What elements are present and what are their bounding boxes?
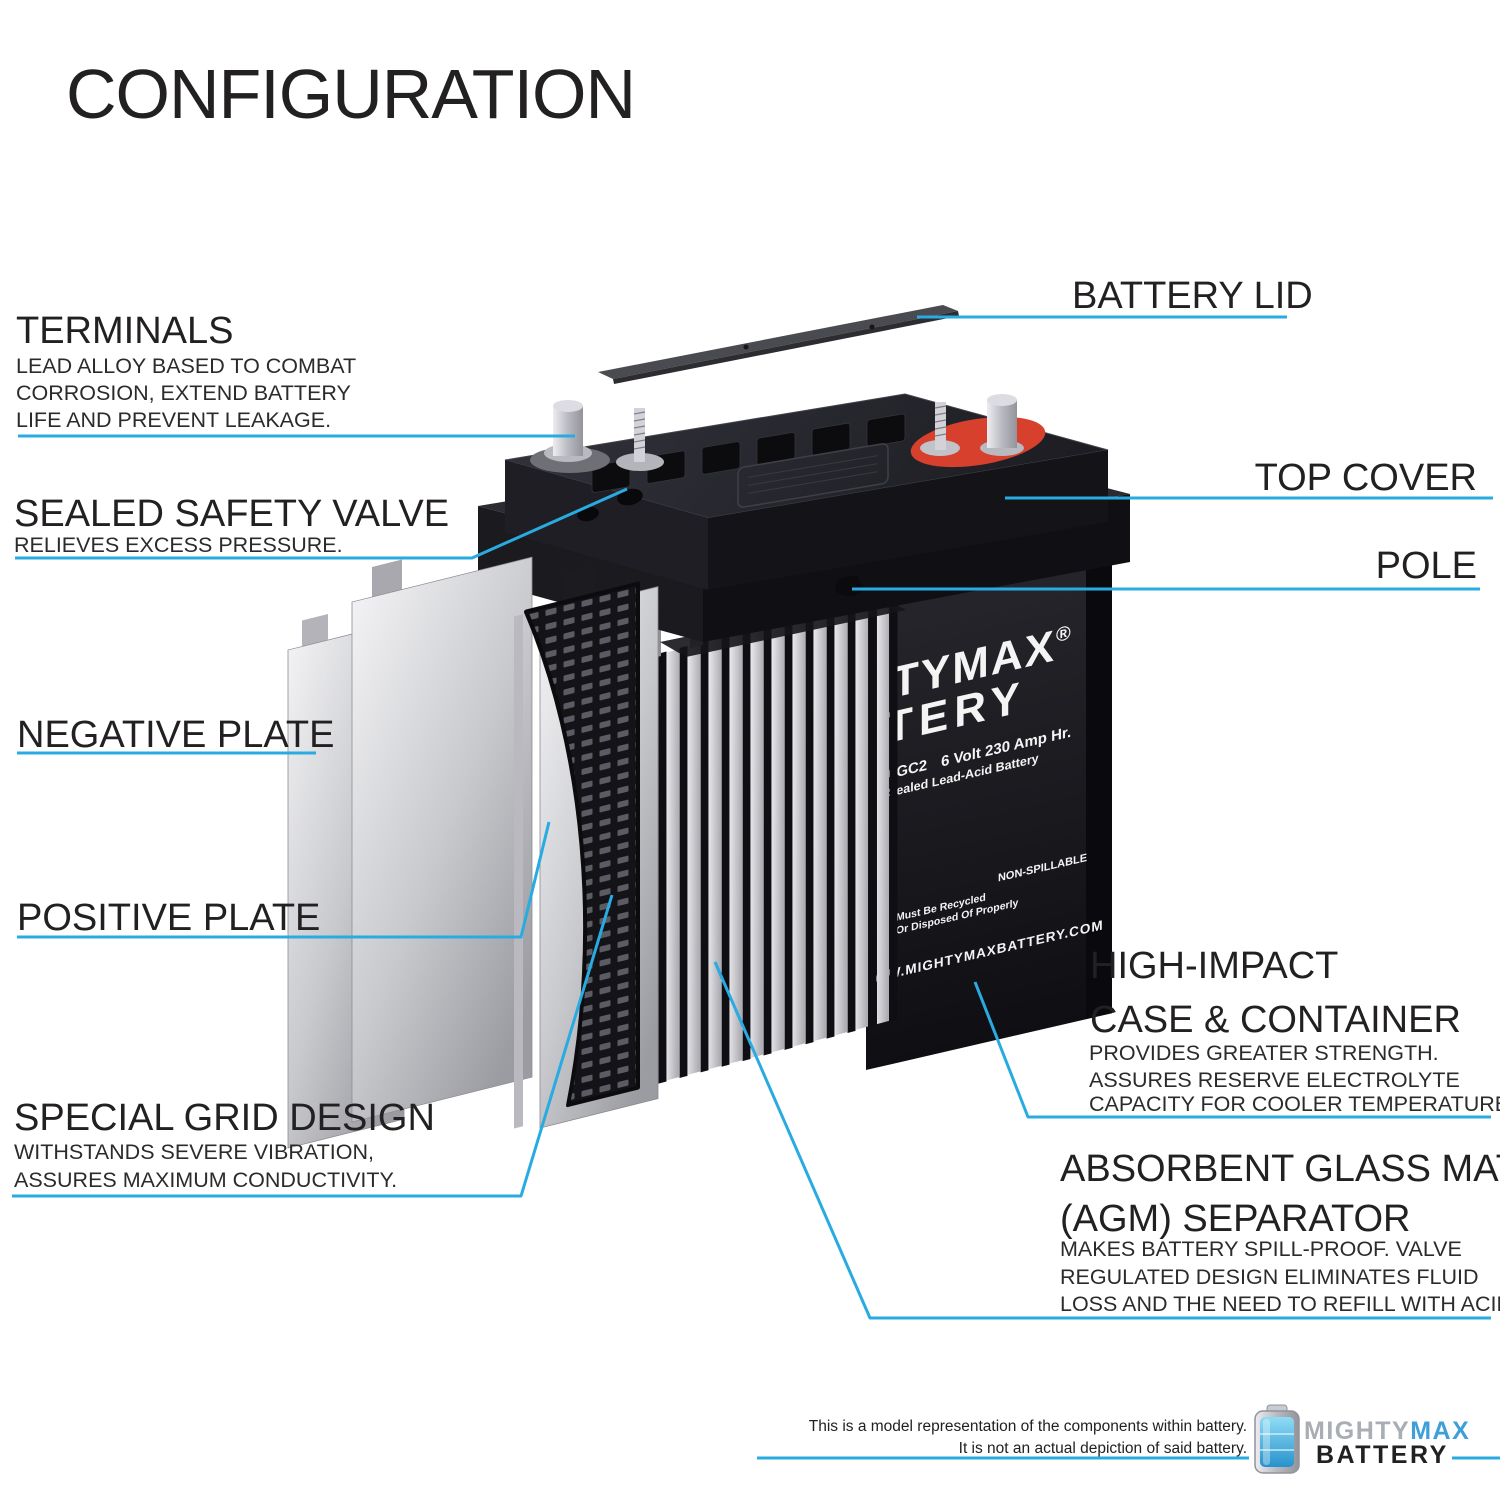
callout-terminals: TERMINALS LEAD ALLOY BASED TO COMBAT COR…	[16, 310, 356, 432]
agm-desc-3: LOSS AND THE NEED TO REFILL WITH ACID.	[1060, 1292, 1500, 1316]
logo-wordmark-top: MIGHTYMAX	[1304, 1417, 1470, 1445]
disclaimer-line-2: It is not an actual depiction of said ba…	[959, 1440, 1247, 1457]
battery-lid-heading: BATTERY LID	[1072, 275, 1313, 317]
embossed-label-plate	[737, 443, 889, 508]
battery-logo-icon	[1254, 1404, 1300, 1474]
terminals-heading: TERMINALS	[16, 310, 233, 352]
logo-wordmark-bottom: BATTERY	[1316, 1441, 1449, 1469]
safety-valve-hole	[617, 488, 643, 506]
safety-valve-desc-1: RELIEVES EXCESS PRESSURE.	[14, 533, 343, 557]
battery-lid-part	[598, 305, 959, 384]
case-desc-2: ASSURES RESERVE ELECTROLYTE	[1089, 1068, 1460, 1092]
special-grid-desc-1: WITHSTANDS SEVERE VIBRATION,	[14, 1140, 374, 1164]
top-cover-heading: TOP COVER	[1255, 457, 1477, 499]
leader-lines	[12, 315, 1500, 1460]
agm-heading-1: ABSORBENT GLASS MAT	[1060, 1148, 1500, 1190]
agm-desc-1: MAKES BATTERY SPILL-PROOF. VALVE	[1060, 1237, 1462, 1261]
top-cover	[478, 393, 1130, 642]
special-grid-heading: SPECIAL GRID DESIGN	[14, 1097, 435, 1139]
positive-plate-leader	[17, 821, 551, 939]
pole-part	[835, 575, 863, 596]
callout-special-grid: SPECIAL GRID DESIGN WITHSTANDS SEVERE VI…	[14, 1097, 435, 1192]
negative-plate-heading: NEGATIVE PLATE	[17, 714, 334, 756]
terminals-desc-2: CORROSION, EXTEND BATTERY	[16, 381, 351, 405]
left-threaded-stud	[616, 408, 664, 471]
negative-terminal-post	[530, 400, 610, 473]
special-grid-part	[514, 564, 659, 1129]
disclaimer-line-1: This is a model representation of the co…	[809, 1418, 1247, 1435]
agm-heading-2: (AGM) SEPARATOR	[1060, 1198, 1410, 1240]
terminals-desc-3: LIFE AND PREVENT LEAKAGE.	[16, 408, 331, 432]
positive-plate-heading: POSITIVE PLATE	[17, 897, 320, 939]
positive-plate-part	[351, 556, 533, 1123]
special-grid-leader	[12, 894, 614, 1198]
agm-leader	[713, 961, 1491, 1320]
positive-terminal-post	[910, 394, 1046, 468]
footer: This is a model representation of the co…	[809, 1404, 1470, 1474]
case-heading-2: CASE & CONTAINER	[1090, 999, 1461, 1041]
safety-valve-leader	[15, 487, 628, 560]
agm-desc-2: REGULATED DESIGN ELIMINATES FLUID	[1060, 1265, 1479, 1289]
pole-heading: POLE	[1376, 545, 1477, 587]
callout-agm: ABSORBENT GLASS MAT (AGM) SEPARATOR MAKE…	[1060, 1148, 1500, 1316]
callout-safety-valve: SEALED SAFETY VALVE RELIEVES EXCESS PRES…	[14, 493, 449, 557]
special-grid-desc-2: ASSURES MAXIMUM CONDUCTIVITY.	[14, 1168, 397, 1192]
case-leader	[973, 981, 1491, 1119]
case-desc-1: PROVIDES GREATER STRENGTH.	[1089, 1041, 1439, 1065]
callout-case: HIGH-IMPACT CASE & CONTAINER PROVIDES GR…	[1089, 945, 1500, 1116]
safety-valve-heading: SEALED SAFETY VALVE	[14, 493, 449, 535]
terminals-desc-1: LEAD ALLOY BASED TO COMBAT	[16, 354, 356, 378]
page-title: CONFIGURATION	[66, 55, 635, 133]
case-heading-1: HIGH-IMPACT	[1090, 945, 1338, 987]
case-desc-3: CAPACITY FOR COOLER TEMPERATURES.	[1089, 1092, 1500, 1116]
case-side-face	[1086, 508, 1112, 1020]
